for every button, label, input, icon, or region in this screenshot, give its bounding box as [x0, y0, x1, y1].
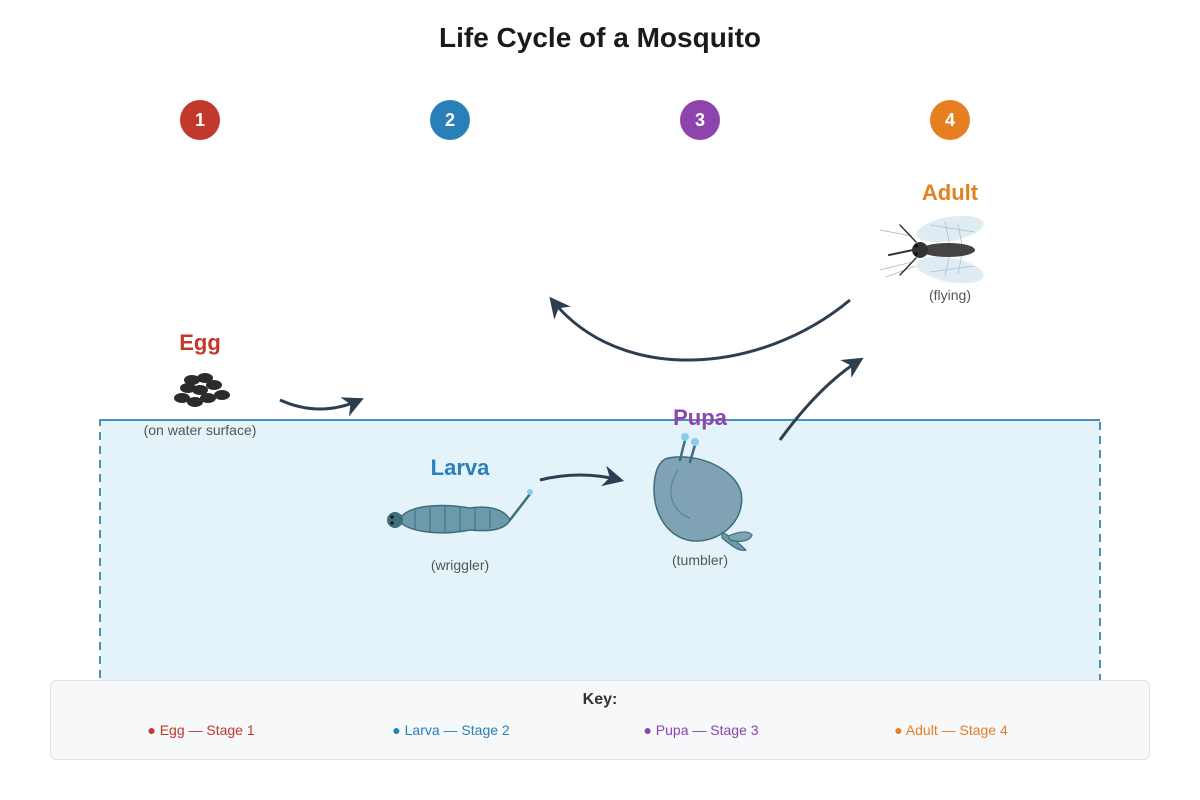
arrow-egg-to-larva [279, 397, 364, 417]
stage-badge-4: 4 [930, 100, 970, 140]
key-item-egg: ● Egg — Stage 1 [147, 722, 255, 738]
stage-label-adult: Adult [921, 180, 979, 205]
key-item-adult: ● Adult — Stage 4 [894, 722, 1008, 738]
key-item-pupa: ● Pupa — Stage 3 [643, 722, 759, 738]
key-item-larva: ● Larva — Stage 2 [392, 722, 510, 738]
arrow-adult-return [549, 296, 851, 362]
stage-note-egg: (on water surface) [143, 422, 257, 438]
stage-label-pupa: Pupa [673, 405, 727, 430]
key-legend: Key: ● Egg — Stage 1 ● Larva — Stage 2 ●… [50, 680, 1150, 760]
egg-cluster-icon [174, 373, 230, 407]
arrow-pupa-to-adult [778, 357, 864, 441]
stage-note-pupa: (tumbler) [671, 552, 728, 568]
diagram-title: Life Cycle of a Mosquito [438, 22, 762, 53]
stage-label-larva: Larva [430, 455, 490, 480]
arrow-larva-to-pupa [539, 465, 625, 487]
stage-badge-2: 2 [430, 100, 470, 140]
mosquito-icon [879, 215, 984, 284]
stage-note-adult: (flying) [928, 287, 971, 303]
stage-note-larva: (wriggler) [430, 557, 490, 573]
pupa-icon [653, 433, 753, 551]
larva-icon [387, 489, 533, 534]
key-title: Key: [582, 691, 618, 708]
stage-label-egg: Egg [179, 330, 221, 355]
stage-badge-3: 3 [680, 100, 720, 140]
stage-badge-1: 1 [180, 100, 220, 140]
water-region [100, 420, 1100, 720]
